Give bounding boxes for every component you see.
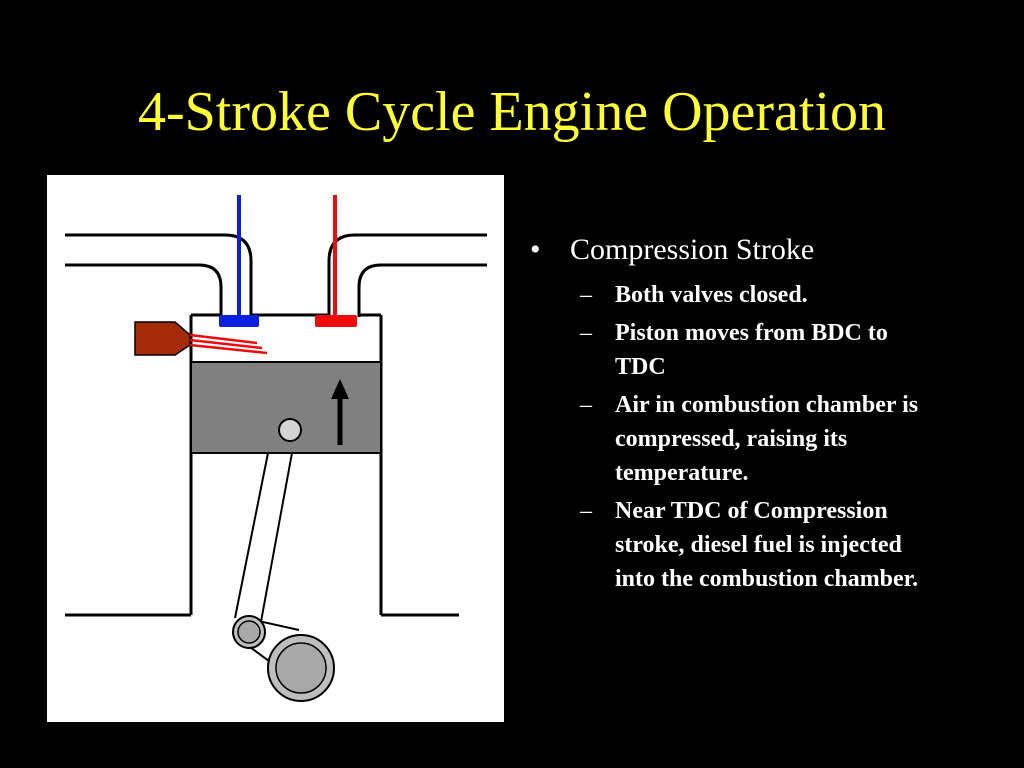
intake-valve: [219, 195, 259, 327]
dash-symbol: –: [580, 392, 592, 418]
sub-bullet-piston: – Piston moves from BDC to TDC: [530, 316, 935, 384]
sub-bullet-text: Air in combustion chamber is compressed,…: [615, 392, 919, 486]
main-bullet: • Compression Stroke: [530, 232, 950, 268]
engine-diagram-svg: [65, 195, 487, 702]
sub-bullet-text: Near TDC of Compression stroke, diesel f…: [615, 498, 919, 592]
bullet-symbol: •: [530, 233, 541, 266]
fuel-injector: [134, 321, 268, 356]
sub-bullet-text: Piston moves from BDC to TDC: [615, 320, 888, 380]
sub-bullet-air: – Air in combustion chamber is compresse…: [530, 388, 935, 490]
intake-port: [65, 233, 253, 317]
dash-symbol: –: [580, 320, 592, 346]
engine-diagram: [47, 175, 504, 722]
sub-bullet-text: Both valves closed.: [615, 282, 808, 308]
crankshaft: [232, 615, 335, 702]
bullet-list: • Compression Stroke – Both valves close…: [530, 232, 950, 600]
sub-bullet-valves: – Both valves closed.: [530, 278, 935, 312]
exhaust-valve: [315, 195, 357, 327]
sub-bullet-list: – Both valves closed. – Piston moves fro…: [530, 278, 950, 596]
dash-symbol: –: [580, 498, 592, 524]
sub-bullet-fuel: – Near TDC of Compression stroke, diesel…: [530, 494, 935, 596]
piston-direction-arrow: [331, 379, 349, 445]
exhaust-port: [327, 233, 487, 317]
slide-title: 4-Stroke Cycle Engine Operation: [137, 81, 886, 143]
dash-symbol: –: [580, 282, 592, 308]
main-bullet-text: Compression Stroke: [570, 233, 815, 266]
connecting-rod: [234, 452, 293, 628]
cylinder: [65, 313, 459, 617]
piston: [190, 361, 382, 454]
